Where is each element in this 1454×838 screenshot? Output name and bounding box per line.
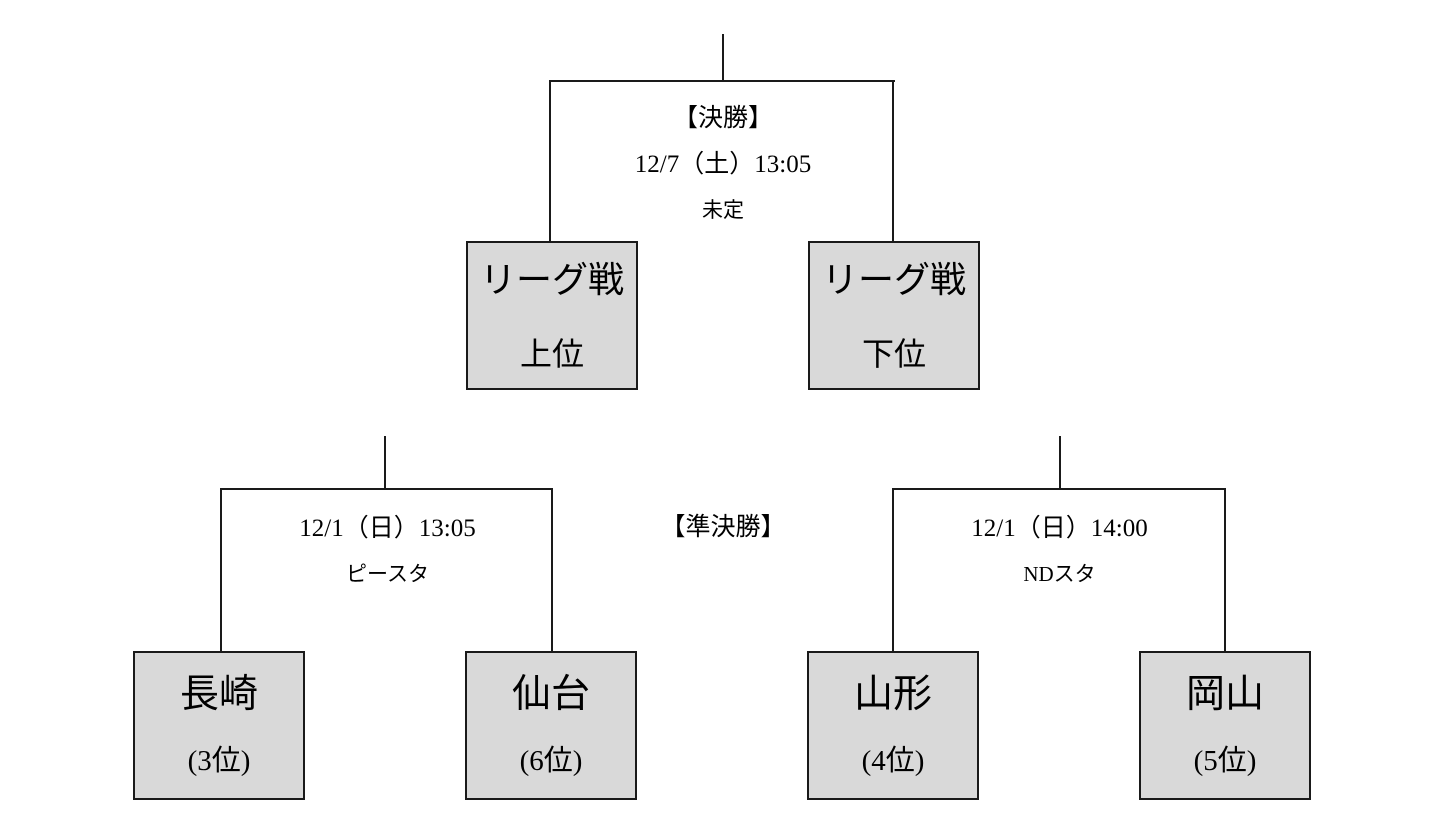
semifinal2-venue: NDスタ (1023, 562, 1096, 586)
semifinal1-team-away: 仙台 (6位) (465, 651, 637, 800)
semifinal-round-label: 【準決勝】 (660, 514, 786, 541)
semifinal1-winner-stub-line (384, 436, 386, 490)
team-rank: (3位) (187, 745, 251, 777)
final-home-rank: 上位 (519, 335, 584, 372)
semifinal1-away-drop-line (551, 488, 553, 653)
final-away-rank: 下位 (861, 335, 926, 372)
semifinal1-home-drop-line (220, 488, 222, 653)
semifinal2-winner-stub-line (1059, 436, 1061, 490)
semifinal2-home-drop-line (892, 488, 894, 653)
team-rank: (5位) (1193, 745, 1257, 777)
semifinal2-datetime: 12/1（日）14:00 (971, 515, 1148, 542)
semifinal1-match-header: 12/1（日）13:05 ピースタ (222, 506, 553, 596)
semifinal1-venue: ピースタ (346, 562, 429, 586)
final-slot-away: リーグ戦 下位 (808, 241, 980, 390)
semifinal1-team-home: 長崎 (3位) (133, 651, 305, 800)
team-name: 山形 (853, 673, 932, 716)
final-winner-stub-line (722, 34, 724, 81)
team-name: 仙台 (511, 673, 590, 716)
final-horizontal-line (549, 80, 895, 82)
team-rank: (4位) (861, 745, 925, 777)
team-name: 長崎 (179, 673, 258, 716)
team-name: 岡山 (1185, 673, 1264, 716)
final-venue: 未定 (702, 198, 744, 222)
final-home-name: リーグ戦 (479, 259, 624, 300)
final-slot-home: リーグ戦 上位 (466, 241, 638, 390)
final-match-header: 【決勝】 12/7（土）13:05 未定 (552, 96, 894, 232)
final-datetime: 12/7（土）13:05 (634, 151, 812, 178)
semifinal2-away-drop-line (1224, 488, 1226, 653)
semifinal1-datetime: 12/1（日）13:05 (299, 515, 476, 542)
final-home-drop-line (549, 80, 551, 242)
semifinal1-horizontal-line (220, 488, 553, 490)
final-round-label: 【決勝】 (672, 105, 773, 132)
semifinal2-team-home: 山形 (4位) (807, 651, 979, 800)
final-away-drop-line (892, 80, 894, 242)
semifinal2-horizontal-line (892, 488, 1226, 490)
semifinal2-team-away: 岡山 (5位) (1139, 651, 1311, 800)
final-away-name: リーグ戦 (821, 259, 966, 300)
semifinal2-match-header: 12/1（日）14:00 NDスタ (893, 506, 1226, 596)
team-rank: (6位) (519, 745, 583, 777)
